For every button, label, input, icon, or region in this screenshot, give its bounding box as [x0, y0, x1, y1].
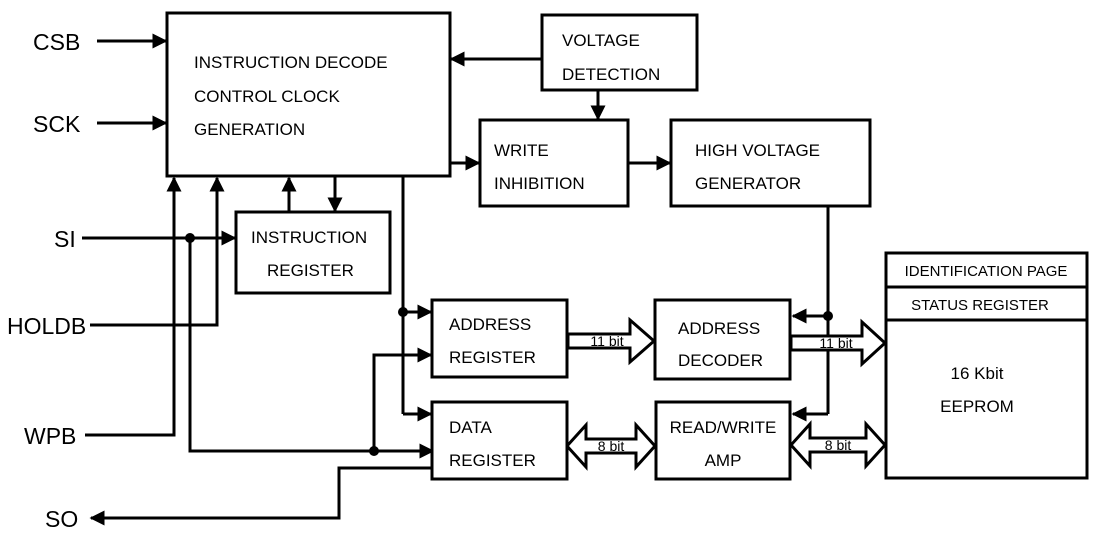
- high-voltage-generator-label: GENERATOR: [695, 174, 801, 193]
- data-register-label: REGISTER: [449, 451, 536, 470]
- high-voltage-generator-label: HIGH VOLTAGE: [695, 141, 820, 160]
- address-register-block: [430, 298, 569, 379]
- write-inhibition-label: WRITE: [494, 141, 549, 160]
- junction-dot: [369, 446, 379, 456]
- pin-so: SO: [45, 506, 78, 532]
- pin-labels: CSB SCK SI HOLDB WPB SO: [7, 29, 86, 532]
- pin-wpb: WPB: [24, 423, 76, 449]
- bus-width-label: 8 bit: [825, 437, 852, 453]
- block-labels: INSTRUCTION DECODE CONTROL CLOCK GENERAT…: [194, 31, 1067, 470]
- instruction-decode-label: GENERATION: [194, 120, 305, 139]
- pin-si: SI: [54, 226, 76, 252]
- bus-width-label: 11 bit: [819, 335, 852, 351]
- voltage-detection-label: VOLTAGE: [562, 31, 640, 50]
- write-inhibition-label: INHIBITION: [494, 174, 585, 193]
- read-write-amp-label: AMP: [705, 451, 742, 470]
- pin-csb: CSB: [33, 29, 80, 55]
- read-write-amp-label: READ/WRITE: [670, 418, 777, 437]
- pin-holdb: HOLDB: [7, 313, 86, 339]
- bus-arrow-decoder-to-eeprom: [789, 318, 888, 368]
- bus-width-labels: 11 bit 11 bit 8 bit 8 bit: [590, 333, 852, 454]
- instruction-decode-label: CONTROL CLOCK: [194, 87, 340, 106]
- voltage-detection-block: [540, 13, 699, 92]
- junction-dot: [185, 233, 195, 243]
- data-register-label: DATA: [449, 418, 492, 437]
- write-inhibition-block: [478, 118, 630, 208]
- address-decoder-block: [653, 298, 792, 381]
- instruction-decode-label: INSTRUCTION DECODE: [194, 53, 388, 72]
- junction-dots: [185, 233, 833, 456]
- eeprom-label: EEPROM: [940, 397, 1014, 416]
- address-register-label: ADDRESS: [449, 315, 531, 334]
- pin-sck: SCK: [33, 111, 81, 137]
- identification-page-label: IDENTIFICATION PAGE: [905, 263, 1068, 280]
- bus-width-label: 11 bit: [590, 333, 623, 349]
- voltage-detection-label: DETECTION: [562, 65, 660, 84]
- high-voltage-generator-block: [669, 118, 872, 208]
- junction-dot: [823, 311, 833, 321]
- instruction-decode-block: [165, 11, 452, 178]
- read-write-amp-block: [654, 400, 792, 481]
- bus-arrow-addr-reg-to-decoder: [566, 316, 657, 366]
- eeprom-array-block: [884, 251, 1089, 480]
- connection-wires: [82, 33, 830, 526]
- instruction-register-label: REGISTER: [267, 261, 354, 280]
- address-decoder-label: ADDRESS: [678, 319, 760, 338]
- instruction-register-block: [234, 210, 392, 295]
- data-register-block: [430, 400, 569, 481]
- bus-width-label: 8 bit: [598, 438, 625, 454]
- address-register-label: REGISTER: [449, 348, 536, 367]
- eeprom-label: 16 Kbit: [951, 364, 1004, 383]
- instruction-register-label: INSTRUCTION: [251, 228, 367, 247]
- address-decoder-label: DECODER: [678, 351, 763, 370]
- blocks: [165, 11, 1089, 481]
- status-register-label: STATUS REGISTER: [911, 297, 1049, 314]
- junction-dot: [398, 307, 408, 317]
- bus-arrows: [564, 316, 888, 471]
